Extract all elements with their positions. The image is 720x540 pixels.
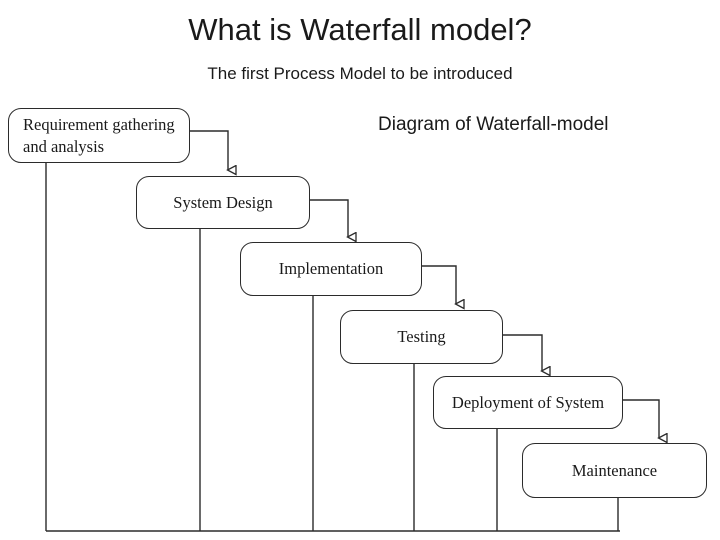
connector-deployment-to-maintenance xyxy=(623,399,659,438)
stage-label-testing: Testing xyxy=(397,327,446,347)
page-title: What is Waterfall model? xyxy=(188,12,532,47)
stage-box-requirements[interactable]: Requirement gathering and analysis xyxy=(8,108,190,163)
connector-requirements-to-design xyxy=(190,130,228,170)
stage-box-testing[interactable]: Testing xyxy=(340,310,503,364)
stage-label-maintenance: Maintenance xyxy=(571,460,658,480)
connector-design-to-implementation xyxy=(310,199,348,237)
connector-testing-to-deployment xyxy=(503,334,542,371)
stage-box-deployment[interactable]: Deployment of System xyxy=(433,376,623,429)
stage-box-maintenance[interactable]: Maintenance xyxy=(522,443,707,498)
stage-box-implementation[interactable]: Implementation xyxy=(240,242,422,296)
stage-box-design[interactable]: System Design xyxy=(136,176,310,229)
stage-label-design: System Design xyxy=(173,192,273,212)
stage-label-implementation: Implementation xyxy=(278,259,384,279)
stage-label-deployment: Deployment of System xyxy=(451,392,605,412)
page-subtitle: The first Process Model to be introduced xyxy=(207,64,513,83)
stage-label-requirements: Requirement gathering and analysis xyxy=(23,114,175,156)
diagram-caption: Diagram of Waterfall-model xyxy=(378,114,609,135)
connector-implementation-to-testing xyxy=(422,265,456,304)
